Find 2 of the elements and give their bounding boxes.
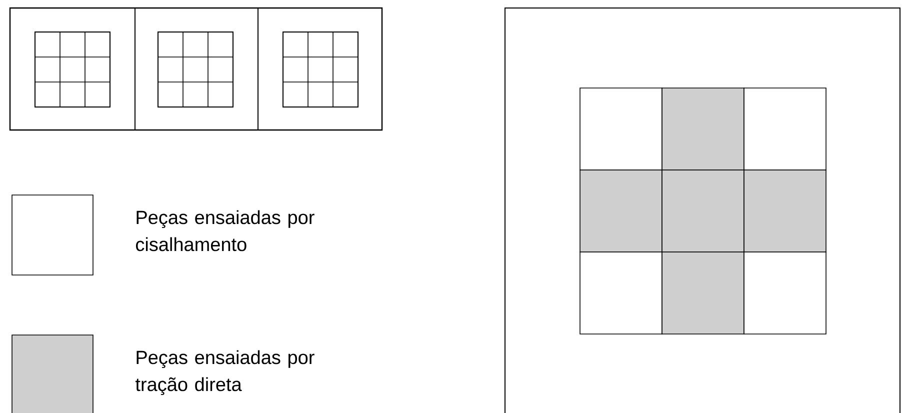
legend-label: Peças ensaiadas por tração direta [135,350,314,395]
legend-label: Peças ensaiadas por cisalhamento [136,210,314,252]
